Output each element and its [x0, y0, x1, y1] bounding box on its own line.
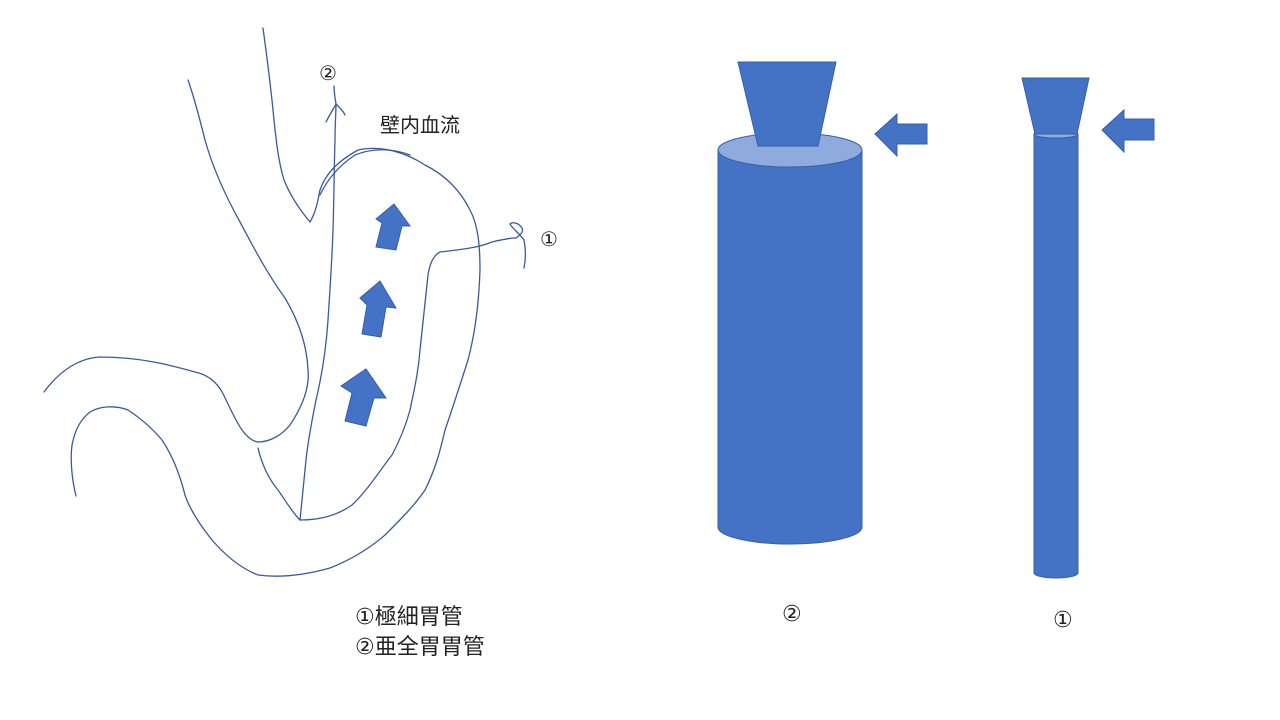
cylinder-narrow-funnel: [1021, 77, 1090, 135]
esophagus-right-wall: [70, 27, 481, 577]
legend-line-2: ②亜全胃胃管: [355, 635, 485, 660]
flow-arrow-3: [340, 368, 387, 427]
cylinder-subtotal-funnel: [737, 61, 837, 147]
gastric-tube-outline: [257, 237, 517, 521]
marker-one-leader: [509, 222, 527, 269]
cylinder-subtotal-label: ②: [782, 602, 802, 627]
legend-line-1: ①極細胃管: [355, 605, 463, 630]
marker-two-label: ②: [319, 61, 337, 85]
marker-two-leader: [299, 85, 346, 521]
cylinder-subtotal-body: [717, 149, 863, 545]
cylinder-narrow-body: [1033, 133, 1079, 579]
fundus-inner-edge: [319, 149, 411, 196]
flow-arrow-2: [359, 280, 397, 338]
marker-one-label: ①: [540, 227, 558, 251]
blood-flow-arrows: [340, 203, 411, 427]
cylinder-subtotal-arrow: [874, 112, 928, 158]
flow-arrow-1: [375, 203, 411, 251]
stomach-sketch: [43, 27, 527, 577]
esophagus-left-wall: [43, 79, 309, 443]
cylinder-narrow-arrow: [1101, 108, 1155, 154]
cylinder-narrow-label: ①: [1053, 608, 1073, 633]
blood-flow-label: 壁内血流: [380, 113, 460, 137]
cylinder-narrow: [1021, 77, 1155, 579]
cylinder-subtotal: [717, 61, 928, 545]
